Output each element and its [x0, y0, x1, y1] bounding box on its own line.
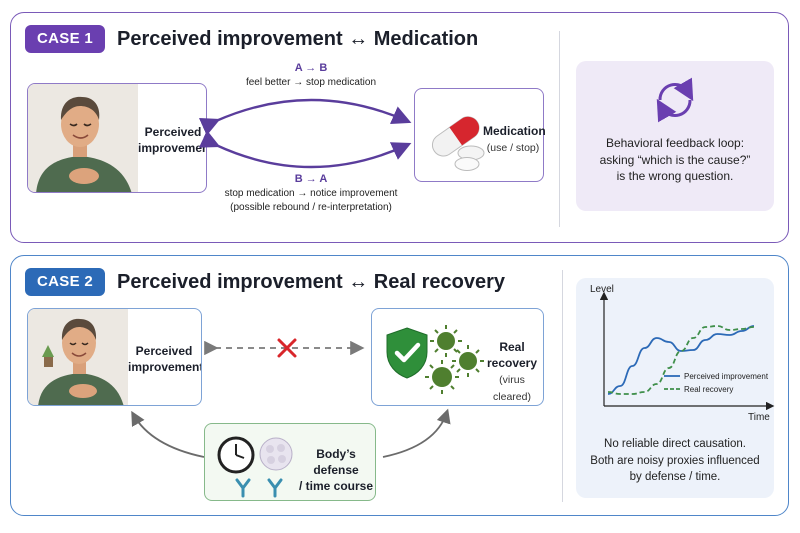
case1-bottom-arrow-text2: (possible rebound / re-interpretation): [230, 202, 392, 213]
pill-icon: [431, 116, 485, 171]
y-axis-label: Level: [590, 284, 614, 295]
case1-medication-title: Medication: [483, 124, 546, 138]
case1-divider: [559, 31, 560, 227]
case2-recovery-label: Real recovery (virus cleared): [480, 339, 544, 405]
legend-label-1: Perceived improvement: [684, 372, 769, 381]
case2-defense-box: Body’s defense / time course: [204, 423, 376, 501]
case1-panel: CASE 1 Perceived improvement ↔ Medicatio…: [10, 12, 789, 243]
case1-top-arrow-text: feel better → stop medication: [245, 77, 377, 88]
case2-perceived-label: Perceived improvement: [128, 344, 202, 374]
clock-icon: [217, 436, 255, 474]
case1-bottom-arrow-head: B → A: [294, 173, 328, 185]
cycle-icon: [656, 77, 694, 123]
smiling-man-illustration: [28, 84, 138, 192]
case1-top-arrow-head: A → B: [294, 62, 328, 74]
case2-insight-text: No reliable direct causation. Both are n…: [590, 438, 760, 483]
case1-bottom-arrow-label: B → A stop medication → notice improveme…: [211, 172, 411, 215]
virus-icon: [425, 325, 484, 394]
case1-badge: CASE 1: [25, 25, 105, 53]
smiling-man-illustration: [28, 309, 128, 405]
case1-top-arrow-label: A → B feel better → stop medication: [226, 61, 396, 90]
case2-no-causation-arrow: [131, 338, 451, 458]
case2-title: Perceived improvement ↔ Real recovery: [117, 271, 505, 293]
series-line-1: [607, 325, 755, 395]
case1-insight-card: Behavioral feedback loop: asking “which …: [576, 61, 774, 211]
case1-medication-label: Medication (use / stop): [483, 123, 546, 156]
case1-perceived-label: Perceived improvement: [138, 125, 207, 155]
case2-divider: [562, 270, 563, 502]
case2-perceived-box: Perceived improvement: [27, 308, 202, 406]
case2-defense-label: Body’s defense / time course: [298, 447, 374, 493]
case2-recovery-sub: (virus cleared): [493, 374, 531, 403]
case2-recovery-box: Real recovery (virus cleared): [371, 308, 544, 406]
shield-check-icon: [386, 327, 428, 379]
case1-insight-text: Behavioral feedback loop: asking “which …: [599, 136, 751, 183]
immune-cell-icon: [259, 437, 293, 471]
x-axis-label: Time: [748, 412, 770, 423]
case1-bottom-arrow-text: stop medication → notice improvement: [224, 188, 398, 199]
case1-perceived-box: Perceived improvement: [27, 83, 207, 193]
case2-recovery-title: Real recovery: [486, 340, 538, 370]
antibody-icon: [235, 478, 283, 498]
case2-badge: CASE 2: [25, 268, 105, 296]
series-line-2: [607, 325, 755, 395]
case1-title: Perceived improvement ↔ Medication: [117, 28, 479, 50]
cross-icon: [277, 338, 297, 358]
case1-medication-sub: (use / stop): [486, 142, 540, 154]
legend-label-2: Real recovery: [684, 385, 733, 394]
case1-feedback-arrows: [198, 98, 412, 169]
case1-medication-box: Medication (use / stop): [414, 88, 546, 182]
case2-panel: CASE 2 Perceived improvement ↔ Real reco…: [10, 255, 789, 516]
